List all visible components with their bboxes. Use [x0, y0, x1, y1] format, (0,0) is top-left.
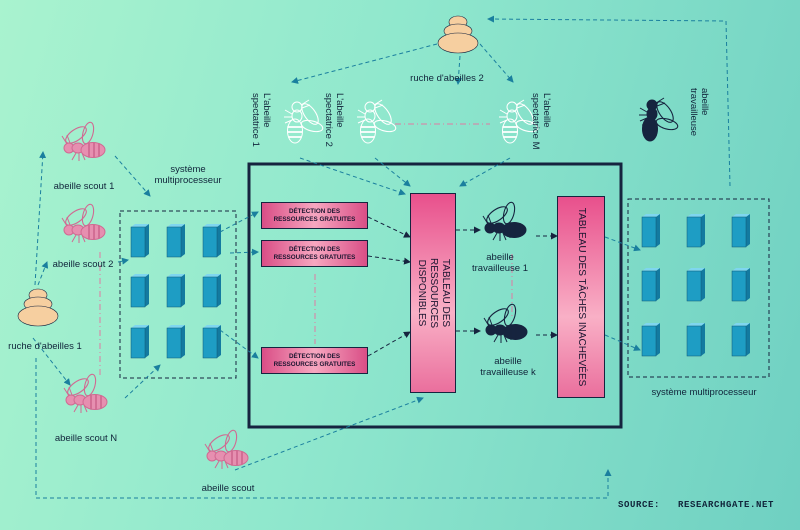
scout2-label: abeille scout 2: [52, 259, 114, 270]
bee-icon: [638, 97, 680, 142]
hive-icon: [437, 15, 479, 54]
bee-icon: [61, 120, 106, 162]
detection-box-k: DÉTECTION DES RESSOURCES GRATUITES: [261, 347, 368, 374]
resource-table: TABLEAU DES RESSOURCES DISPONIBLES: [410, 193, 456, 393]
multiproc-left-label: système multiprocesseur: [154, 164, 222, 186]
scoutN-label: abeille scout N: [54, 433, 118, 444]
hive-icon: [17, 288, 59, 327]
hive1-label: ruche d'abeilles 1: [8, 341, 82, 352]
worker-top-right-label: abeille travailleuse: [688, 88, 710, 137]
detection-label: DÉTECTION DES RESSOURCES GRATUITES: [273, 207, 356, 223]
scout-bottom-label: abeille scout: [201, 483, 255, 494]
resource-table-label: TABLEAU DES RESSOURCES DISPONIBLES: [416, 257, 451, 329]
scout1-label: abeille scout 1: [53, 181, 115, 192]
hive2-label: ruche d'abeilles 2: [410, 73, 484, 84]
spectator2-label: L'abeille spectatrice 2: [323, 93, 345, 147]
workerk-label: abeille travailleuse k: [480, 356, 536, 378]
bee-icon: [482, 200, 527, 242]
bee-icon: [283, 99, 325, 144]
processors-right: [641, 213, 751, 357]
bee-icon: [356, 99, 398, 144]
system-frame: [247, 162, 623, 429]
spectatorM-label: L'abeille spectatrice M: [530, 93, 552, 150]
processors-left: [130, 223, 222, 359]
multiproc-right-box: [627, 198, 770, 378]
worker1-label: abeille travailleuse 1: [472, 252, 528, 274]
source-credit: SOURCE: RESEARCHGATE.NET: [617, 500, 774, 510]
detection-label: DÉTECTION DES RESSOURCES GRATUITES: [273, 245, 356, 261]
multiproc-right-label: système multiprocesseur: [651, 387, 757, 398]
detection-label: DÉTECTION DES RESSOURCES GRATUITES: [273, 352, 356, 368]
multiproc-left-box: [119, 210, 237, 379]
detection-box-1: DÉTECTION DES RESSOURCES GRATUITES: [261, 202, 368, 229]
bee-icon: [63, 372, 108, 414]
task-table-label: TABLEAU DES TÂCHES INACHEVÉES: [576, 207, 587, 387]
spectator1-label: L'abeille spectatrice 1: [250, 93, 272, 147]
task-table: TABLEAU DES TÂCHES INACHEVÉES: [557, 196, 605, 398]
bee-icon: [204, 428, 249, 470]
bee-icon: [61, 202, 106, 244]
bee-icon: [483, 302, 528, 344]
detection-box-2: DÉTECTION DES RESSOURCES GRATUITES: [261, 240, 368, 267]
